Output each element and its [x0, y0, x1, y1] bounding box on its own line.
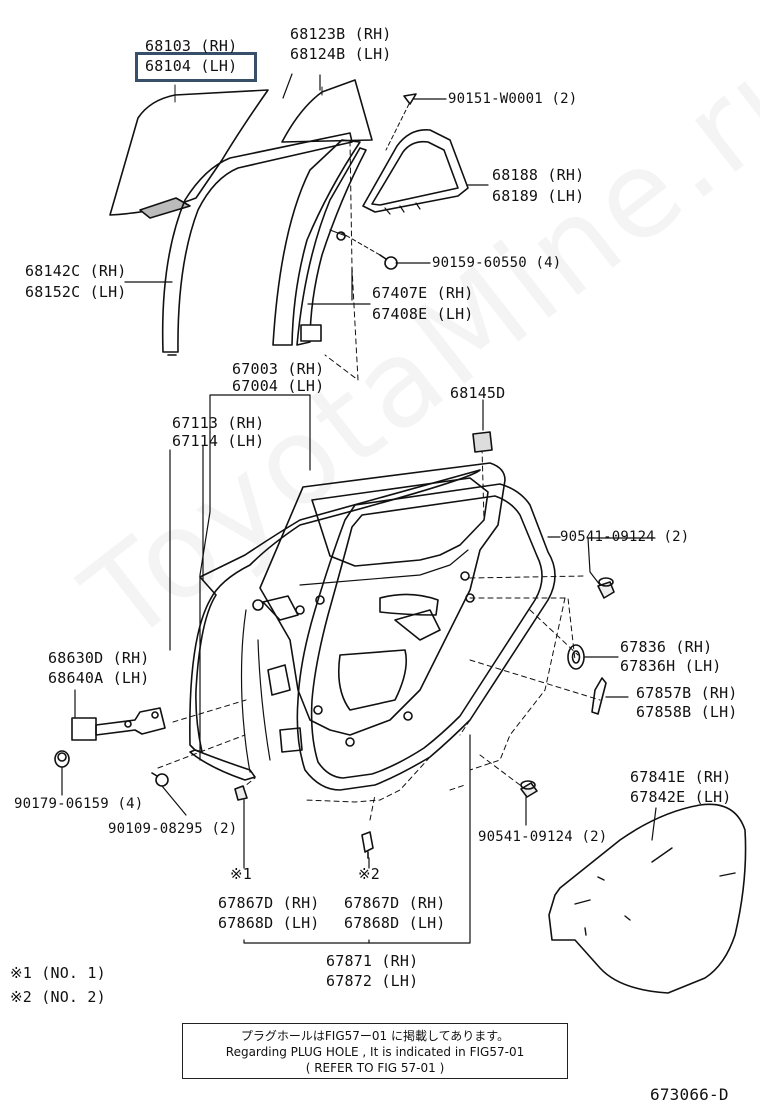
legend-no1: ※1 (NO. 1) — [10, 964, 106, 982]
service-hole-cover — [548, 803, 747, 994]
label-68145d[interactable]: 68145D — [450, 384, 506, 402]
label-90159[interactable]: 90159-60550 (4) — [432, 255, 562, 271]
label-67867d-2[interactable]: 67867D (RH) — [344, 894, 446, 912]
door-outer-panel — [189, 469, 481, 781]
clip-341 — [336, 231, 346, 241]
label-68630d[interactable]: 68630D (RH) — [48, 649, 150, 667]
legend-no2: ※2 (NO. 2) — [10, 988, 106, 1006]
label-90541-upper[interactable]: 90541-09124 (2) — [560, 529, 690, 545]
note-english: Regarding PLUG HOLE , It is indicated in… — [225, 1045, 525, 1059]
cap-90541-upper — [597, 577, 615, 599]
clip-67867d-2 — [361, 831, 374, 859]
bolt-90179 — [54, 750, 70, 768]
door-check — [71, 707, 166, 741]
label-67004[interactable]: 67004 (LH) — [232, 377, 325, 395]
note-japanese: プラグホールはFIG57ー01 に掲載してあります。 — [240, 1029, 510, 1043]
label-67836[interactable]: 67836 (RH) — [620, 638, 713, 656]
mark-1: ※1 — [230, 865, 252, 883]
label-67003[interactable]: 67003 (RH) — [232, 360, 325, 378]
label-67408e[interactable]: 67408E (LH) — [372, 305, 474, 323]
clip-67867d-1 — [234, 785, 248, 801]
label-68104[interactable]: 68104 (LH) — [145, 57, 238, 75]
label-90541-lower[interactable]: 90541-09124 (2) — [478, 829, 608, 845]
figure-id: 673066-D — [650, 1085, 729, 1104]
label-67407e[interactable]: 67407E (RH) — [372, 284, 474, 302]
door-glass — [109, 84, 269, 219]
label-67842e[interactable]: 67842E (LH) — [630, 788, 732, 806]
quarter-window-glass — [362, 129, 469, 215]
label-68124b[interactable]: 68124B (LH) — [290, 45, 392, 63]
cap-90541-lower — [520, 780, 538, 798]
label-67868d-1[interactable]: 67868D (LH) — [218, 914, 320, 932]
clip-68145d — [472, 431, 493, 453]
mark-2: ※2 — [358, 865, 380, 883]
label-67872[interactable]: 67872 (LH) — [326, 972, 419, 990]
label-67836h[interactable]: 67836H (LH) — [620, 657, 722, 675]
label-68640a[interactable]: 68640A (LH) — [48, 669, 150, 687]
note-reference[interactable]: ( REFER TO FIG 57-01 ) — [305, 1061, 445, 1075]
division-bar — [281, 79, 373, 143]
label-68152c[interactable]: 68152C (LH) — [25, 283, 127, 301]
label-90179[interactable]: 90179-06159 (4) — [14, 796, 144, 812]
bolt-90109 — [151, 772, 169, 787]
label-67114[interactable]: 67114 (LH) — [172, 432, 265, 450]
label-67857b[interactable]: 67857B (RH) — [636, 684, 738, 702]
leader-lines — [61, 73, 657, 944]
door-weatherstrip — [296, 483, 556, 791]
glass-run-channel — [161, 132, 353, 356]
door-inner-frame — [240, 462, 506, 773]
label-68123b[interactable]: 68123B (RH) — [290, 25, 392, 43]
label-67113[interactable]: 67113 (RH) — [172, 414, 265, 432]
label-68103[interactable]: 68103 (RH) — [145, 37, 238, 55]
tape-67857b — [591, 677, 607, 715]
label-90151[interactable]: 90151-W0001 (2) — [448, 91, 578, 107]
highlight-box — [135, 52, 257, 82]
bolt-90159 — [339, 231, 398, 270]
label-68188[interactable]: 68188 (RH) — [492, 166, 585, 184]
label-67871[interactable]: 67871 (RH) — [326, 952, 419, 970]
grommet-67836 — [567, 644, 585, 670]
label-67858b[interactable]: 67858B (LH) — [636, 703, 738, 721]
label-67867d-1[interactable]: 67867D (RH) — [218, 894, 320, 912]
label-90109[interactable]: 90109-08295 (2) — [108, 821, 238, 837]
label-67841e[interactable]: 67841E (RH) — [630, 768, 732, 786]
plug-hole-note: プラグホールはFIG57ー01 に掲載してあります。 Regarding PLU… — [182, 1023, 568, 1079]
label-68142c[interactable]: 68142C (RH) — [25, 262, 127, 280]
label-67868d-2[interactable]: 67868D (LH) — [344, 914, 446, 932]
label-68189[interactable]: 68189 (LH) — [492, 187, 585, 205]
